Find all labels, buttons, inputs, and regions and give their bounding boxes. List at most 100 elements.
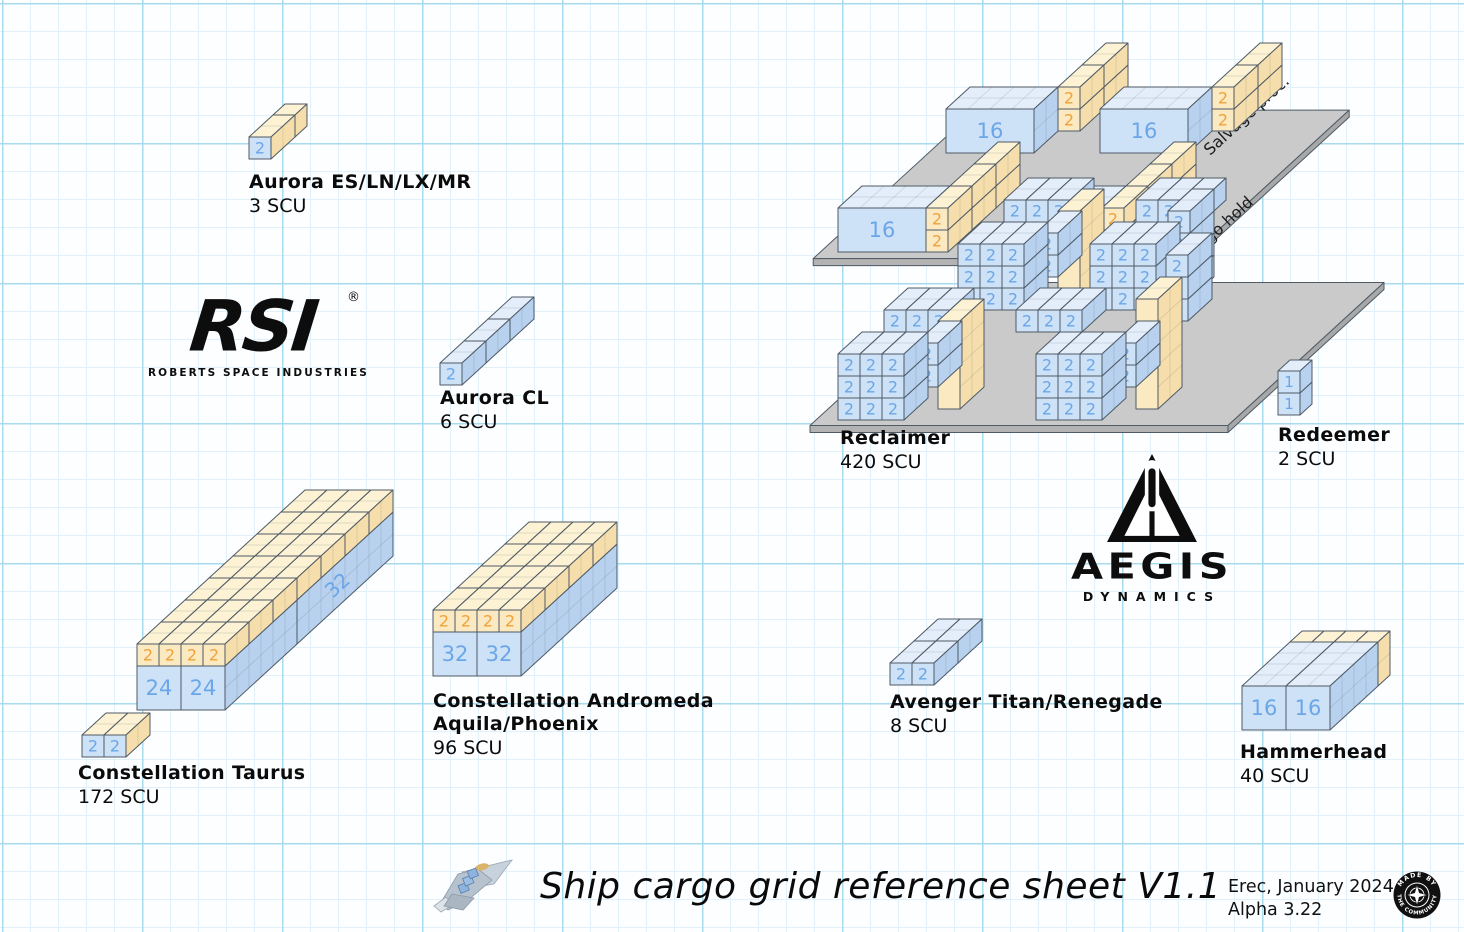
svg-text:2: 2 — [888, 378, 898, 397]
ship-label-aurora-es: Aurora ES/LN/LX/MR 3 SCU — [249, 171, 471, 218]
svg-text:2: 2 — [1064, 378, 1074, 397]
svg-text:16: 16 — [869, 218, 896, 242]
svg-text:1: 1 — [1284, 373, 1294, 391]
aegis-logo-text: AEGIS — [1070, 546, 1234, 587]
ship-scu: 2 SCU — [1278, 448, 1336, 470]
svg-text:2: 2 — [143, 646, 153, 665]
svg-text:24: 24 — [146, 676, 173, 700]
aegis-emblem-icon — [1107, 454, 1197, 542]
svg-text:1: 1 — [1284, 395, 1294, 413]
ship-name: Constellation Andromeda Aquila/Phoenix — [433, 690, 714, 735]
svg-text:2: 2 — [165, 646, 175, 665]
svg-text:2: 2 — [1064, 400, 1074, 419]
ship-label-reclaimer: Reclaimer 420 SCU — [840, 427, 950, 474]
svg-text:2: 2 — [505, 612, 515, 631]
svg-text:2: 2 — [1044, 312, 1054, 331]
ship-name: Aurora CL — [440, 387, 550, 409]
svg-text:2: 2 — [187, 646, 197, 665]
svg-text:2: 2 — [1064, 89, 1074, 108]
svg-text:2: 2 — [932, 232, 942, 251]
ship-scu: 8 SCU — [890, 715, 948, 737]
rsi-logo-subtext: ROBERTS SPACE INDUSTRIES — [148, 367, 369, 379]
svg-text:2: 2 — [1118, 268, 1128, 287]
svg-text:2: 2 — [1096, 268, 1106, 287]
svg-text:2: 2 — [483, 612, 493, 631]
figure-redeemer: 11 — [1277, 359, 1313, 416]
community-badge-icon: MADE BY THE COMMUNITY — [1393, 871, 1441, 919]
svg-text:16: 16 — [977, 119, 1004, 143]
svg-text:2: 2 — [986, 268, 996, 287]
svg-text:2: 2 — [844, 378, 854, 397]
svg-text:2: 2 — [1118, 246, 1128, 265]
rsi-logo-text: RSI — [186, 284, 320, 368]
svg-text:2: 2 — [964, 246, 974, 265]
svg-text:2: 2 — [866, 378, 876, 397]
svg-text:2: 2 — [1008, 246, 1018, 265]
ship-scu: 3 SCU — [249, 195, 307, 217]
ship-label-constellation-andromeda: Constellation Andromeda Aquila/Phoenix 9… — [433, 690, 714, 760]
svg-text:2: 2 — [446, 365, 456, 384]
svg-text:2: 2 — [844, 400, 854, 419]
credits: Erec, January 2024 Alpha 3.22 — [1228, 876, 1394, 921]
svg-text:2: 2 — [866, 400, 876, 419]
svg-text:2: 2 — [1086, 378, 1096, 397]
svg-text:2: 2 — [986, 290, 996, 309]
svg-text:2: 2 — [866, 356, 876, 375]
ship-scu: 6 SCU — [440, 411, 498, 433]
svg-text:2: 2 — [1042, 356, 1052, 375]
svg-text:2: 2 — [439, 612, 449, 631]
ship-name: Redeemer — [1278, 424, 1391, 446]
svg-text:2: 2 — [1010, 202, 1020, 221]
svg-text:2: 2 — [1140, 246, 1150, 265]
ship-label-avenger-titan: Avenger Titan/Renegade 8 SCU — [890, 691, 1163, 738]
svg-text:2: 2 — [918, 665, 928, 684]
credit-author-date: Erec, January 2024 — [1228, 877, 1394, 897]
svg-text:2: 2 — [1008, 290, 1018, 309]
aegis-logo: AEGIS DYNAMICS — [1052, 452, 1252, 604]
svg-text:2: 2 — [1218, 111, 1228, 130]
ship-scu: 172 SCU — [78, 786, 160, 808]
svg-text:16: 16 — [1131, 119, 1158, 143]
aegis-logo-subtext: DYNAMICS — [1082, 589, 1222, 604]
sheet-title: Ship cargo grid reference sheet V1.1 — [540, 866, 1222, 907]
svg-text:2: 2 — [1140, 268, 1150, 287]
svg-text:2: 2 — [1032, 202, 1042, 221]
svg-text:2: 2 — [1118, 290, 1128, 309]
svg-text:24: 24 — [190, 676, 217, 700]
svg-text:2: 2 — [1218, 89, 1228, 108]
svg-text:2: 2 — [1008, 268, 1018, 287]
svg-text:2: 2 — [1096, 246, 1106, 265]
svg-text:2: 2 — [1086, 400, 1096, 419]
svg-text:2: 2 — [844, 356, 854, 375]
svg-text:2: 2 — [888, 356, 898, 375]
figure-aurora-cl: 2 — [439, 296, 535, 386]
svg-text:2: 2 — [964, 268, 974, 287]
figure-reclaimer: Salvage proc.2222161616162222Cargo hold2… — [809, 42, 1385, 433]
rsi-logo: RSI ® ROBERTS SPACE INDUSTRIES — [148, 285, 369, 379]
svg-text:32: 32 — [442, 642, 469, 666]
registered-mark: ® — [347, 290, 360, 305]
ship-name: Aurora ES/LN/LX/MR — [249, 171, 472, 193]
svg-text:2: 2 — [1172, 257, 1182, 276]
ship-label-constellation-taurus: Constellation Taurus 172 SCU — [78, 762, 306, 809]
ship-label-redeemer: Redeemer 2 SCU — [1278, 424, 1390, 471]
svg-text:2: 2 — [1042, 378, 1052, 397]
svg-text:2: 2 — [209, 646, 219, 665]
svg-text:2: 2 — [932, 210, 942, 229]
ship-scu: 420 SCU — [840, 451, 922, 473]
svg-text:2: 2 — [1064, 111, 1074, 130]
svg-text:2: 2 — [912, 312, 922, 331]
svg-text:2: 2 — [1042, 400, 1052, 419]
credit-version: Alpha 3.22 — [1228, 899, 1323, 920]
svg-text:2: 2 — [255, 139, 265, 158]
svg-text:2: 2 — [888, 400, 898, 419]
svg-text:16: 16 — [1251, 696, 1278, 720]
svg-text:2: 2 — [1022, 312, 1032, 331]
svg-text:2: 2 — [1066, 312, 1076, 331]
